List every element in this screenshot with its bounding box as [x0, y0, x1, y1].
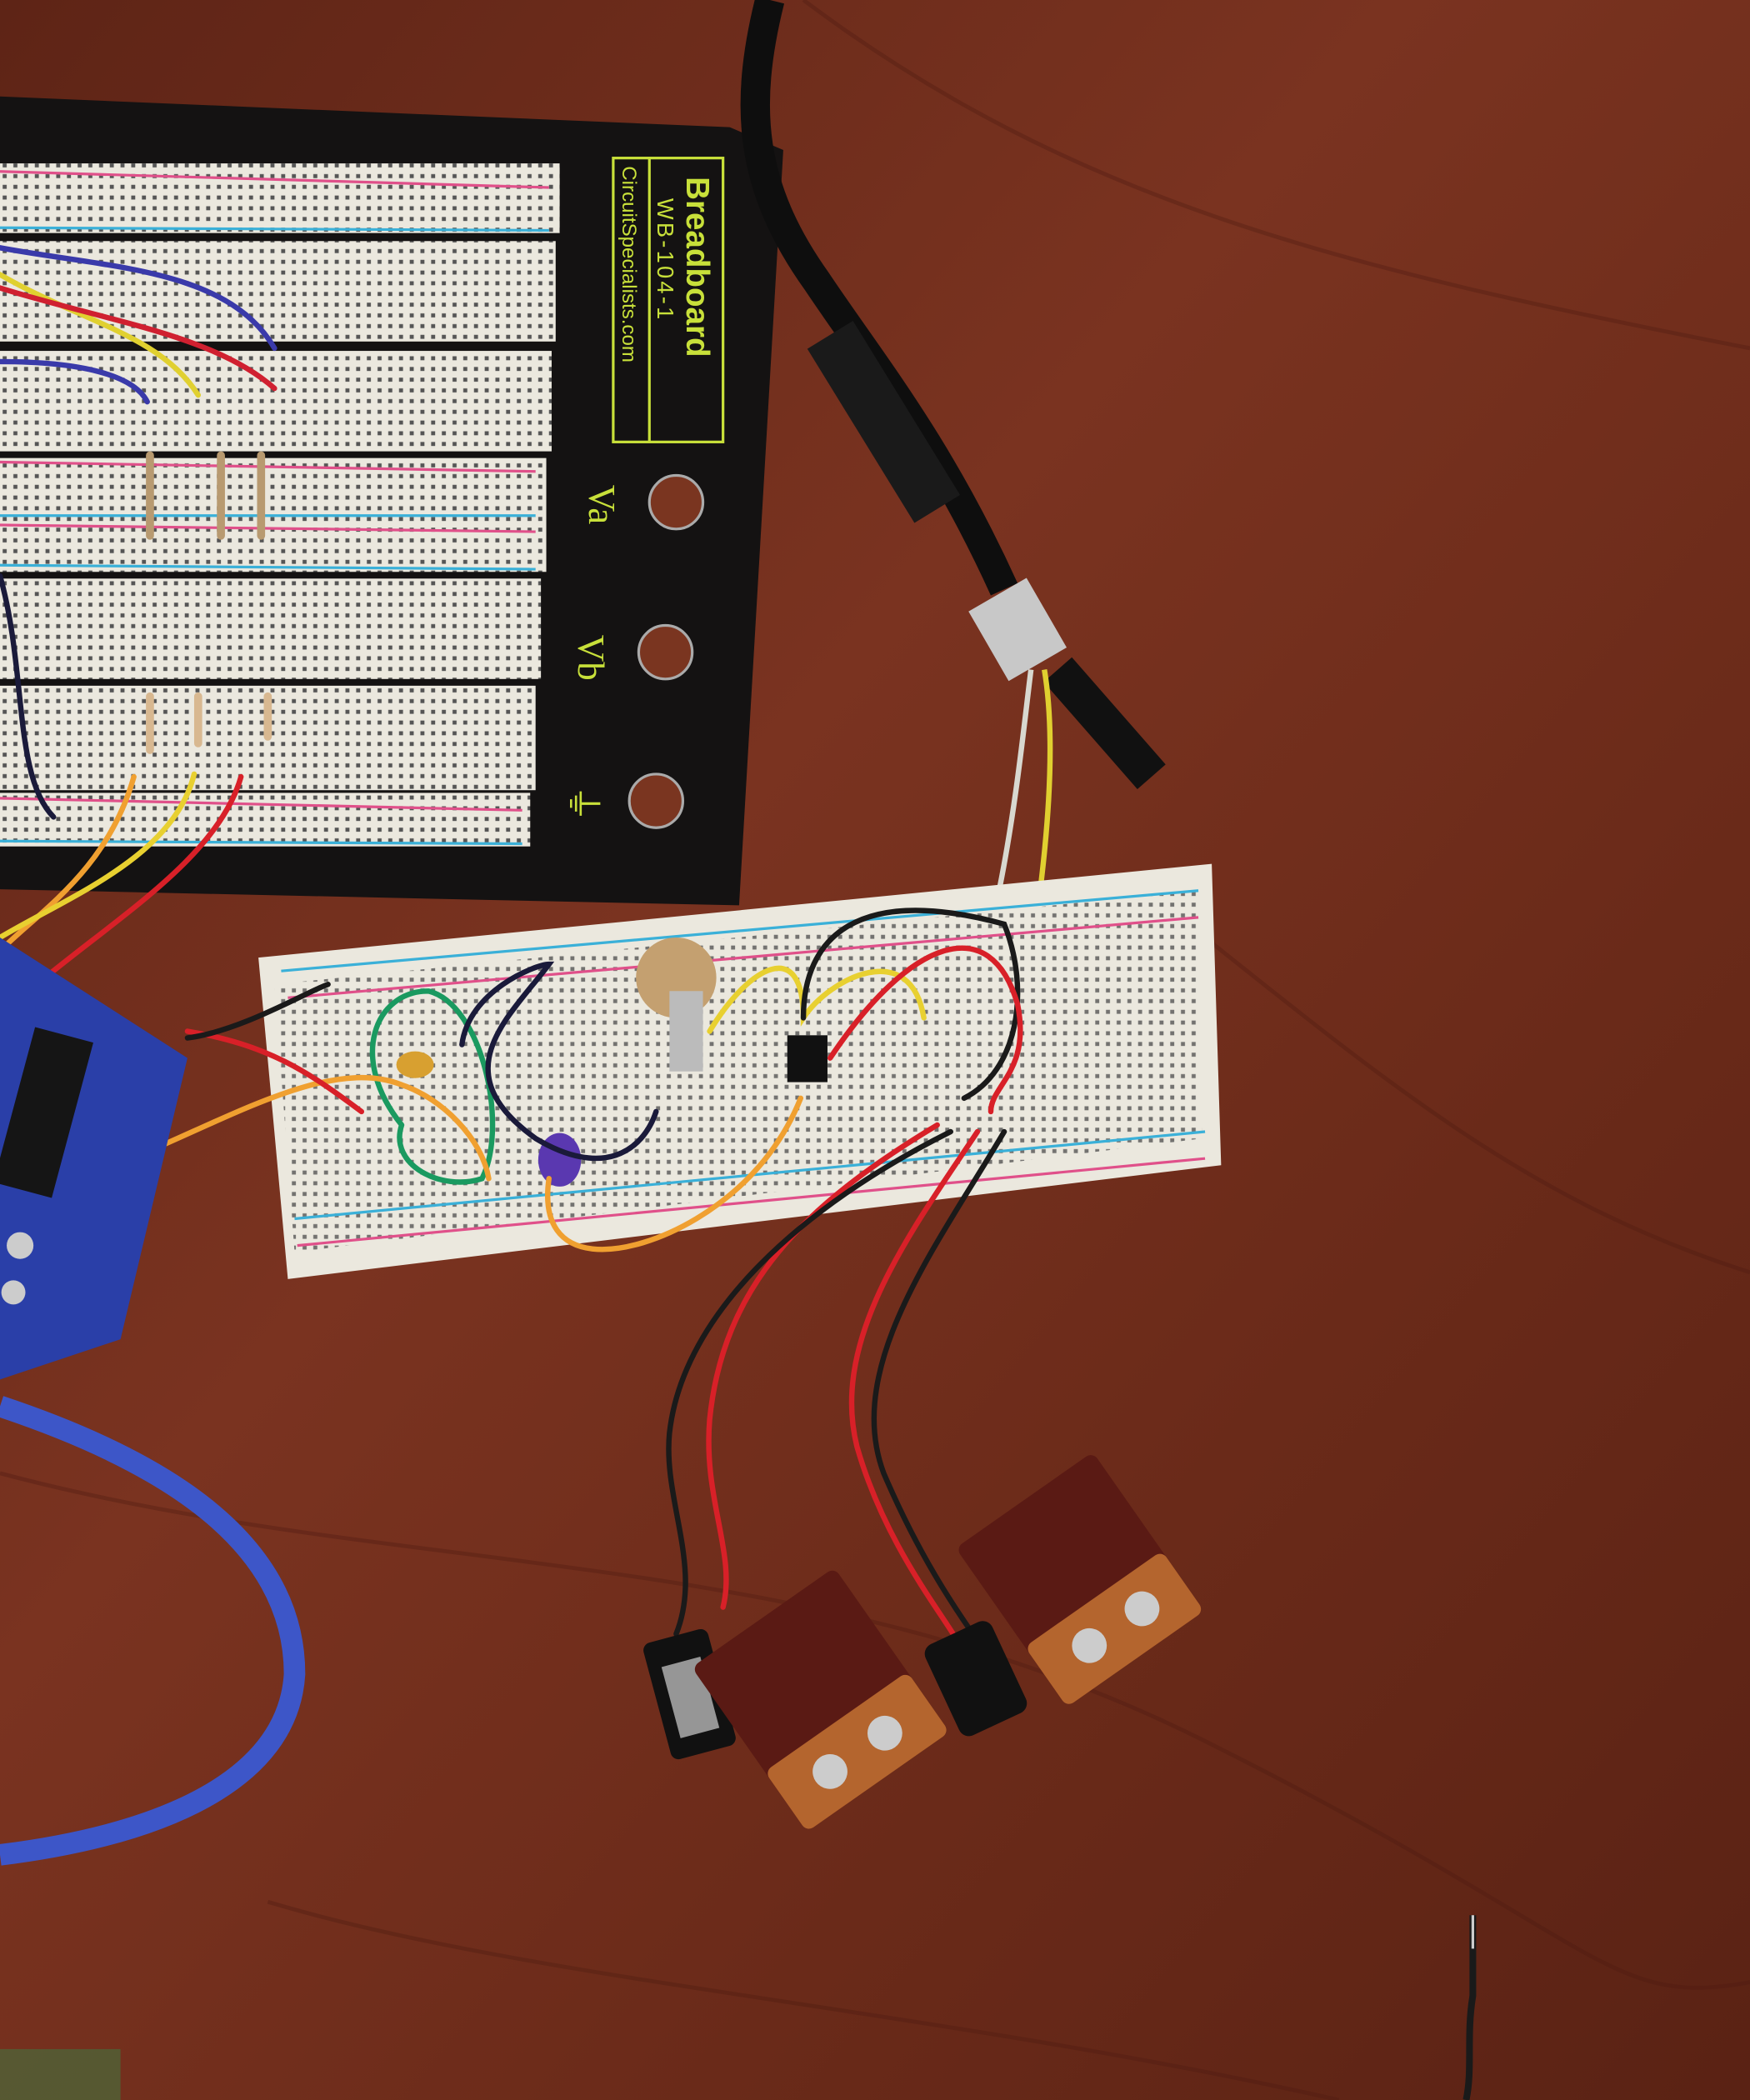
- battery-9v-left: [694, 1570, 947, 1829]
- breadboard-base: Breadboard WB-104-1 CircuitSpecialists.c…: [0, 96, 783, 906]
- ic-chip: [787, 1035, 828, 1082]
- component-bottom-left: [0, 2048, 121, 2100]
- audio-jack-connector: [968, 578, 1068, 682]
- terminal-hole-ground: [628, 772, 685, 829]
- battery-terminal: [812, 1753, 848, 1789]
- microcontroller-chip: [0, 1027, 93, 1198]
- battery-terminal: [867, 1715, 902, 1751]
- website-text: CircuitSpecialists.com: [618, 166, 640, 362]
- terminal-hole-vb: [637, 623, 694, 681]
- brand-text: Breadboard: [679, 177, 715, 357]
- battery-snap-middle: [924, 1621, 1028, 1737]
- large-board-wires: [0, 245, 278, 1021]
- small-board-wires: [144, 908, 1023, 1252]
- jumper-wire: [1462, 1915, 1477, 2100]
- terminal-hole-va: [648, 473, 705, 531]
- terminal-vb-label: Vb: [570, 635, 612, 681]
- terminal-va-label: Va: [581, 485, 622, 525]
- model-text: WB-104-1: [652, 198, 678, 322]
- usb-cable: [0, 1396, 306, 1866]
- ceramic-capacitor: [396, 1051, 434, 1078]
- audio-cable: [740, 0, 1166, 1100]
- board-label: Breadboard WB-104-1 CircuitSpecialists.c…: [612, 157, 725, 443]
- arduino-board: [0, 938, 188, 1380]
- battery-terminal: [1124, 1591, 1160, 1627]
- battery-wires: [666, 1122, 1008, 1643]
- terminal-ground-label: ⏚: [562, 785, 603, 822]
- battery-terminal: [1072, 1628, 1108, 1663]
- breadboard-large: [0, 163, 560, 847]
- battery-9v-right: [958, 1455, 1202, 1704]
